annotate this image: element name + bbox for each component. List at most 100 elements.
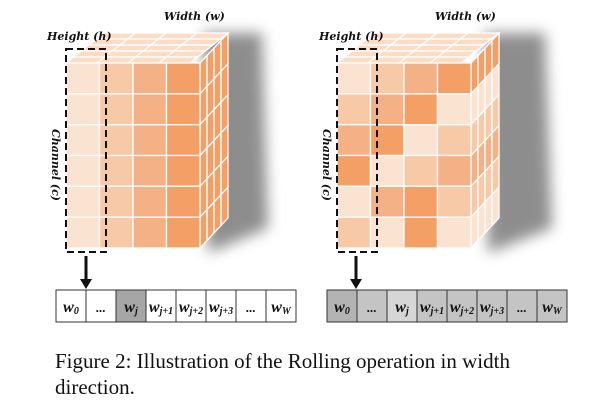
left-side-cell (213, 193, 222, 235)
right-height-label: Height (h) (318, 30, 384, 43)
left-seq-label: wW (271, 299, 292, 317)
right-seq-cell-6: ... (506, 289, 538, 323)
right-cube-side-face (470, 31, 500, 250)
right-front-cell (369, 62, 405, 95)
right-seq-label: wj+2 (450, 299, 474, 317)
left-seq-cell-1: ... (85, 289, 117, 323)
left-side-cell (199, 208, 208, 250)
right-seq-cell-2: wj (386, 289, 418, 323)
left-seq-cell-2: wj (115, 289, 147, 323)
left-seq-cell-6: ... (235, 289, 267, 323)
right-side-cell (491, 185, 500, 228)
right-seq-label: ... (517, 300, 527, 315)
left-top-cell (179, 38, 223, 46)
left-seq-box (205, 289, 237, 323)
right-front-cell (336, 124, 372, 157)
left-cube: Width (w) Height (h) Channel (c) w0...wj… (46, 10, 297, 323)
left-seq-box (235, 289, 267, 323)
left-seq-cell-3: wj+1 (145, 289, 177, 323)
right-top-cell (443, 44, 486, 52)
left-top-cell (172, 44, 215, 52)
left-seq-cell-4: wj+2 (175, 289, 207, 323)
right-seq-cell-4: wj+2 (446, 289, 478, 323)
right-front-cell (336, 216, 372, 249)
right-front-cell (403, 154, 439, 187)
left-seq-cell-0: w0 (55, 289, 87, 323)
left-seq-box (55, 289, 87, 323)
left-front-cell (65, 62, 101, 95)
left-front-cell (98, 62, 134, 95)
right-seq-cell-5: wj+3 (476, 289, 508, 323)
right-front-cell (336, 62, 372, 95)
left-seq-label: ... (246, 300, 256, 315)
left-cube-top-face (64, 32, 230, 64)
right-cube-top-face (335, 32, 501, 64)
left-front-cell (132, 93, 168, 126)
figure-caption: Figure 2: Illustration of the Rolling op… (55, 349, 510, 399)
left-cube-front-face (65, 62, 201, 249)
right-front-cell (369, 185, 405, 218)
left-down-arrow (80, 256, 92, 289)
left-top-cell (157, 56, 200, 64)
right-front-cell (436, 93, 472, 126)
right-seq-box (506, 289, 538, 323)
right-front-cell (403, 185, 439, 218)
right-front-cell (336, 185, 372, 218)
left-seq-label: wj (124, 299, 138, 317)
left-seq-box (145, 289, 177, 323)
right-width-label: Width (w) (435, 10, 496, 23)
right-seq-box (326, 289, 358, 323)
right-seq-label: wj (395, 299, 409, 317)
right-top-cell (450, 38, 494, 46)
right-cube: Width (w) Height (h) Channel (c) w0...wj… (318, 10, 568, 323)
left-front-cell (132, 185, 168, 218)
right-seq-cell-7: wW (536, 289, 568, 323)
right-top-cell (458, 32, 501, 40)
left-height-label: Height (h) (46, 30, 112, 43)
right-seq-label: wj+3 (480, 299, 504, 317)
right-seq-label: wW (542, 299, 563, 317)
left-front-cell (165, 154, 201, 187)
right-front-cell (436, 185, 472, 218)
right-down-arrow (350, 256, 362, 289)
right-front-cell (369, 154, 405, 187)
right-seq-label: w0 (334, 299, 350, 317)
right-cube-shadow (484, 33, 552, 253)
left-front-cell (132, 216, 168, 249)
right-front-cell (369, 216, 405, 249)
left-front-cell (165, 62, 201, 95)
left-seq-box (265, 289, 297, 323)
right-seq-cell-1: ... (356, 289, 388, 323)
left-front-cell (98, 216, 134, 249)
left-front-cell (65, 124, 101, 157)
left-front-cell (65, 216, 101, 249)
right-side-cell (477, 200, 486, 243)
left-front-cell (98, 124, 134, 157)
left-front-cell (132, 62, 168, 95)
right-seq-cell-3: wj+1 (416, 289, 448, 323)
right-seq-box (356, 289, 388, 323)
left-seq-label: wj+1 (149, 299, 173, 317)
right-cube-front-face (336, 62, 472, 249)
right-seq-box (446, 289, 478, 323)
right-front-cell (436, 154, 472, 187)
right-seq-box (476, 289, 508, 323)
left-top-cell (187, 32, 230, 40)
left-front-cell (65, 185, 101, 218)
left-front-cell (165, 216, 201, 249)
left-front-cell (165, 185, 201, 218)
left-side-cell (206, 200, 215, 243)
left-seq-box (85, 289, 117, 323)
right-front-cell (336, 154, 372, 187)
left-front-cell (132, 124, 168, 157)
left-top-cell (164, 50, 208, 58)
left-front-cell (65, 93, 101, 126)
right-side-cell (484, 193, 493, 235)
left-seq-cell-7: wW (265, 289, 297, 323)
left-seq-cell-5: wj+3 (205, 289, 237, 323)
right-front-cell (403, 93, 439, 126)
left-seq-label: ... (96, 300, 106, 315)
left-front-cell (165, 124, 201, 157)
